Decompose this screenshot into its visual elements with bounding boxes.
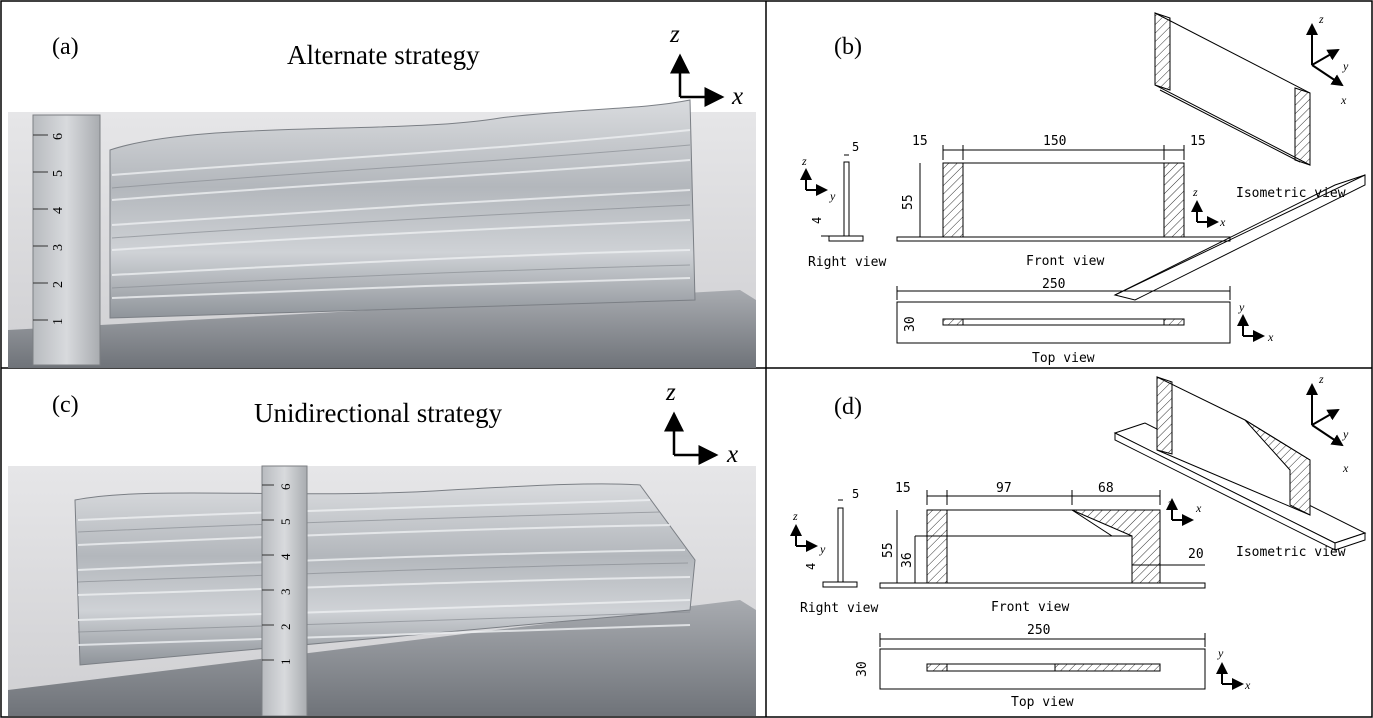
dim-middle: 97 xyxy=(996,481,1012,496)
panel-c-title: Unidirectional strategy xyxy=(254,398,503,428)
axis-x-label: x⃗ xyxy=(1267,330,1283,344)
top-view-d xyxy=(879,633,1206,690)
front-view-label: Front view xyxy=(991,600,1069,615)
axis-z-label: z⃗ xyxy=(801,154,816,168)
right-view-label: Right view xyxy=(808,255,886,270)
axis-x-label: x⃗ xyxy=(726,441,758,468)
right-view-d xyxy=(822,499,858,588)
axis-y-label: y⃗ xyxy=(829,189,845,203)
panel-a-title: Alternate strategy xyxy=(287,40,480,70)
ruler-a-mark: 1 xyxy=(51,318,66,325)
ruler-a-mark: 4 xyxy=(51,207,66,214)
axis-y-label: y⃗ xyxy=(1342,59,1358,73)
axis-z-label: z⃗ xyxy=(1318,12,1333,26)
axis-y-label: y⃗ xyxy=(819,542,835,556)
iso-axes-icon-b xyxy=(1306,23,1344,87)
axis-x-label: x⃗ xyxy=(1195,501,1211,515)
dim-wall-thickness: 5 xyxy=(852,140,859,154)
axis-y-label: y⃗ xyxy=(1238,300,1254,314)
dim-inner-height: 36 xyxy=(900,552,915,568)
axis-x-label: x⃗ xyxy=(731,83,763,110)
panel-d: (d) Isometric view z⃗ y⃗ x⃗ 5 4 Right vi… xyxy=(790,372,1367,710)
dim-right-end: 15 xyxy=(1190,134,1206,149)
iso-axes-icon-d xyxy=(1306,383,1344,447)
isometric-view-label: Isometric view xyxy=(1236,545,1346,560)
photo-unidirectional-wall: 6 5 4 3 2 1 xyxy=(8,465,756,717)
dim-left-end: 15 xyxy=(912,134,928,149)
panel-b-label: (b) xyxy=(834,34,862,60)
ruler-a-mark: 3 xyxy=(51,244,66,251)
axis-x-label: x⃗ xyxy=(1340,93,1356,107)
top-view-b xyxy=(896,286,1231,344)
axis-z-label: z⃗ xyxy=(1167,496,1182,510)
ruler-c-mark: 4 xyxy=(278,553,293,560)
panel-c-axes-icon: z⃗ x⃗ xyxy=(664,379,758,468)
front-view-b xyxy=(896,145,1231,242)
axis-x-label: x⃗ xyxy=(1342,461,1358,475)
panel-d-label: (d) xyxy=(834,394,862,420)
dim-base: 4 xyxy=(810,217,824,224)
axis-y-label: y⃗ xyxy=(1342,427,1358,441)
panel-a-label: (a) xyxy=(52,34,79,60)
axis-x-label: x⃗ xyxy=(1219,215,1235,229)
ruler-c-mark: 6 xyxy=(278,483,293,490)
isometric-view-label: Isometric view xyxy=(1236,186,1346,201)
dim-right-part: 68 xyxy=(1098,481,1114,496)
axis-z-label: z⃗ xyxy=(1318,372,1333,386)
axis-z-label: z⃗ xyxy=(1192,185,1207,199)
photo-alternate-wall: 6 5 4 3 2 1 xyxy=(8,99,756,368)
right-view-label: Right view xyxy=(800,601,878,616)
dim-width: 30 xyxy=(855,661,870,677)
dim-middle: 150 xyxy=(1043,134,1066,149)
dim-left-end: 15 xyxy=(895,481,911,496)
axis-y-label: y⃗ xyxy=(1217,646,1233,660)
axis-x-label: x⃗ xyxy=(1244,678,1260,692)
right-view-axes-icon-b xyxy=(800,168,828,196)
axis-z-label: z⃗ xyxy=(665,379,695,406)
ruler-c-mark: 3 xyxy=(278,589,293,596)
ruler-c-mark: 1 xyxy=(278,659,293,666)
dim-height: 55 xyxy=(881,542,896,558)
isometric-view-d xyxy=(1113,376,1367,551)
top-view-label: Top view xyxy=(1032,351,1095,366)
right-view-b xyxy=(821,154,864,242)
panel-b: (b) Isometric view z⃗ y⃗ x⃗ 5 4 Ri xyxy=(800,12,1366,366)
ruler-c-mark: 5 xyxy=(278,519,293,526)
dim-base: 4 xyxy=(804,563,818,570)
panel-a-axes-icon: z⃗ x⃗ xyxy=(669,21,763,110)
ruler-c-mark: 2 xyxy=(278,624,293,631)
front-view-label: Front view xyxy=(1026,254,1104,269)
front-view-axes-icon-b xyxy=(1191,200,1219,228)
dim-offset: 20 xyxy=(1188,547,1204,562)
dim-length: 250 xyxy=(1027,623,1050,638)
ruler-a-mark: 5 xyxy=(51,170,66,177)
panel-c: (c) Unidirectional strategy z⃗ x⃗ xyxy=(8,379,758,717)
dim-wall-thickness: 5 xyxy=(852,487,859,501)
panel-a: (a) Alternate strategy z⃗ x⃗ xyxy=(8,21,763,368)
top-view-axes-icon-d xyxy=(1216,662,1244,690)
ruler-a-mark: 2 xyxy=(51,281,66,288)
dim-width: 30 xyxy=(903,316,918,332)
front-view-d xyxy=(879,490,1206,589)
ruler-a-mark: 6 xyxy=(51,133,66,140)
dim-height: 55 xyxy=(901,194,916,210)
right-view-axes-icon-d xyxy=(790,524,818,552)
isometric-view-b xyxy=(1113,12,1366,301)
dim-length: 250 xyxy=(1042,277,1065,292)
panel-c-label: (c) xyxy=(52,392,79,418)
axis-z-label: z⃗ xyxy=(669,21,699,48)
axis-z-label: z⃗ xyxy=(792,509,807,523)
top-view-label: Top view xyxy=(1011,695,1074,710)
top-view-axes-icon-b xyxy=(1237,314,1265,342)
front-view-axes-icon-d xyxy=(1166,498,1194,526)
